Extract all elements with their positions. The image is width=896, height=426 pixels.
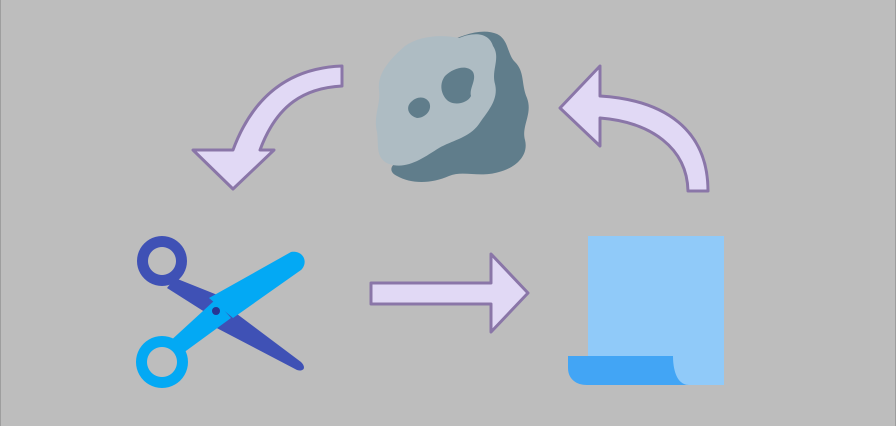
paper-sheet-shape <box>588 236 724 385</box>
arrow-rock-to-scissors <box>191 64 344 191</box>
rock-hole-small <box>408 97 431 118</box>
rock-hole-large <box>441 67 475 104</box>
scissors-pivot-dot <box>212 307 220 315</box>
scissors-icon <box>135 236 305 389</box>
arrow-paper-to-rock <box>558 64 710 193</box>
paper-scroll-icon <box>568 236 724 385</box>
rock-icon <box>375 31 529 182</box>
scissors-lower-ring-shape <box>135 336 188 389</box>
paper-curl-shape <box>568 356 689 385</box>
scissors-upper-ring-shape <box>136 236 187 286</box>
rock-body-shape <box>375 34 497 166</box>
scissors-light-blade-shape <box>209 251 305 318</box>
arrow-scissors-to-paper <box>369 252 530 334</box>
scissors-dark-blade-shape <box>209 302 304 371</box>
